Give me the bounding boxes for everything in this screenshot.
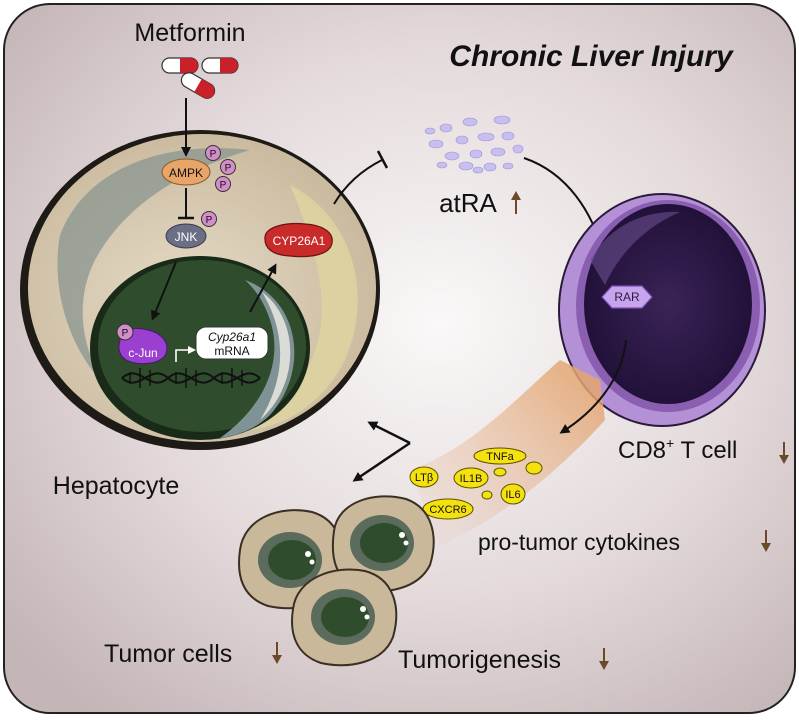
cytokine-il6: IL6 bbox=[505, 489, 520, 501]
ampk-phospho-1: P bbox=[210, 149, 217, 160]
metformin-label: Metformin bbox=[134, 19, 245, 47]
cytokine-il1b: IL1B bbox=[460, 473, 483, 485]
cytokine-cxcr6: CXCR6 bbox=[429, 504, 466, 516]
cjun-label: c-Jun bbox=[128, 346, 157, 360]
rar-receptor: RAR bbox=[601, 285, 653, 309]
mrna-gene-label: Cyp26a1 bbox=[208, 330, 256, 344]
atra-label: atRA bbox=[439, 188, 497, 218]
metformin-pills-icon bbox=[161, 57, 239, 99]
cytokine-cluster: TNFa LTβ IL1B CXCR6 IL6 bbox=[409, 447, 543, 520]
cytokine-tnfa: TNFa bbox=[486, 451, 514, 463]
jnk-to-cjun-arrow bbox=[151, 261, 177, 321]
cyp26a1-label: CYP26A1 bbox=[273, 234, 326, 248]
jnk-protein: JNK P bbox=[165, 211, 217, 249]
ampk-protein: AMPK P P P bbox=[161, 145, 236, 192]
jnk-phospho: P bbox=[206, 215, 213, 226]
cd8-t-cell-label: CD8+ T cell bbox=[618, 435, 737, 464]
tumorigenesis-label: Tumorigenesis bbox=[398, 646, 561, 674]
dna-icon bbox=[121, 368, 261, 388]
cyp26a1-mrna-box: Cyp26a1 mRNA bbox=[195, 326, 269, 360]
ampk-phospho-2: P bbox=[225, 163, 232, 174]
diagram-title: Chronic Liver Injury bbox=[449, 40, 734, 73]
ampk-label: AMPK bbox=[169, 166, 203, 180]
cytokine-ltb: LTβ bbox=[415, 472, 433, 484]
tumor-cell-cluster bbox=[238, 495, 435, 667]
tcell-down-arrow-icon bbox=[779, 442, 789, 464]
tumor-cell-3 bbox=[291, 568, 398, 667]
hepatocyte-label: Hepatocyte bbox=[53, 472, 179, 500]
cytokines-feedback-arrow bbox=[352, 421, 411, 482]
cyp26a1-enzyme: CYP26A1 bbox=[264, 222, 333, 258]
atra-molecules bbox=[424, 115, 524, 174]
pro-tumor-cytokines-label: pro-tumor cytokines bbox=[478, 529, 680, 555]
atra-up-arrow-icon bbox=[511, 191, 521, 214]
tumor-cells-down-arrow-icon bbox=[272, 642, 282, 664]
cd8-label-rest: T cell bbox=[674, 437, 737, 464]
cytokines-down-arrow-icon bbox=[761, 530, 771, 552]
cyp26a1-inhibits-atra bbox=[333, 150, 389, 205]
mrna-to-cyp26a1-arrow bbox=[249, 263, 277, 313]
tcell-to-cytokines-arrow bbox=[559, 339, 627, 434]
tumorigenesis-down-arrow-icon bbox=[599, 648, 609, 670]
cjun-protein: c-Jun P bbox=[116, 323, 168, 365]
jnk-label: JNK bbox=[175, 230, 198, 244]
cjun-phospho-label: P bbox=[122, 328, 129, 339]
cd8-label-main: CD8 bbox=[618, 437, 666, 464]
tumor-cells-label: Tumor cells bbox=[104, 640, 232, 668]
cd8-label-sup: + bbox=[666, 435, 674, 451]
mrna-word-label: mRNA bbox=[214, 344, 249, 358]
rar-label: RAR bbox=[614, 290, 640, 304]
tumor-cell-2 bbox=[331, 495, 435, 593]
ampk-inhibits-jnk bbox=[178, 188, 194, 220]
transcription-start-arrow bbox=[175, 349, 190, 362]
ampk-phospho-3: P bbox=[220, 180, 227, 191]
